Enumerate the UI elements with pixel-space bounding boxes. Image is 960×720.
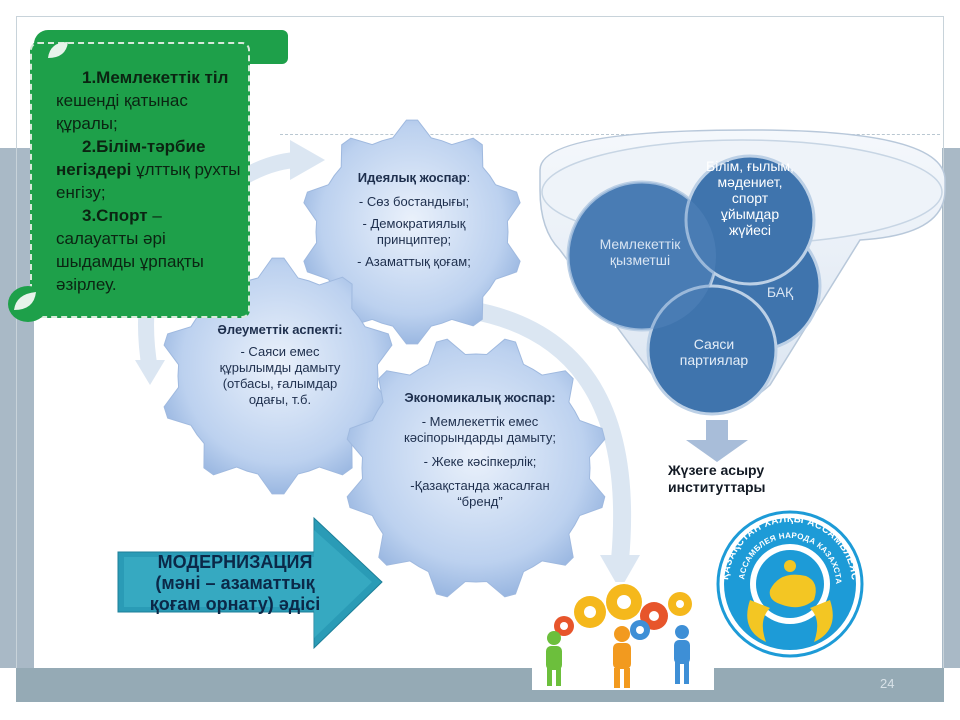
modernization-label: МОДЕРНИЗАЦИЯ (мәні – азаматтық қоғам орн… [128, 552, 342, 615]
green-line-1: 1.Мемлекеттік тіл кешенді қатынас құралы… [56, 68, 229, 133]
social-item-1: - Саяси емес құрылымды дамыту (отбасы, ғ… [219, 344, 341, 407]
venn-media-label: БАҚ [766, 284, 794, 300]
gear-social-text: Әлеуметтік аспекті: - Саяси емес құрылым… [212, 322, 348, 408]
economic-item-3: -Қазақстанда жасалған “бренд” [410, 478, 550, 509]
green-person-icon [546, 631, 562, 686]
sun-icon [784, 560, 796, 572]
assembly-emblem: ҚАЗАҚСТАН ХАЛҚЫ АССАМБЛЕЯСЫ АССАМБЛЕЯ НА… [705, 492, 870, 668]
ideology-heading: Идеялық жоспар [357, 170, 467, 185]
gear-economic-text: Экономикалық жоспар: - Мемлекеттік емес … [396, 390, 564, 510]
green-info-box [30, 42, 250, 318]
gear-economic [346, 338, 606, 598]
gear-ideology [303, 119, 521, 345]
orange-person-icon [613, 626, 631, 688]
gear-economic-shape [346, 338, 606, 598]
blue-person-icon [674, 625, 690, 684]
gear-ideology-shape [303, 119, 521, 345]
dashed-divider [280, 134, 940, 135]
venn-parties-label: Саяси партиялар [679, 336, 749, 368]
green-line-3: 3.Спорт – салауатты әрі шыдамды ұрпақты … [56, 206, 204, 294]
eagle-wing-right-icon [810, 600, 833, 642]
ideology-item-1: - Сөз бостандығы; [358, 194, 470, 209]
people-gears-illustration [532, 582, 714, 690]
page-number: 24 [880, 676, 895, 691]
eagle-wing-left-icon [747, 600, 770, 642]
leaf-icon-bottom [14, 292, 36, 310]
right-side-band [942, 148, 960, 668]
economic-item-1: - Мемлекеттік емес кәсіпорындарды дамыту… [404, 414, 556, 445]
down-arrow [686, 420, 748, 462]
ideology-item-2: - Демократиялық принциптер; [362, 216, 466, 247]
modernization-subtitle: (мәні – азаматтық қоғам орнату) әдісі [149, 573, 321, 614]
left-side-band [0, 148, 34, 668]
venn-funnel [539, 129, 946, 462]
institutes-label: Жүзеге асыру институттары [668, 462, 766, 495]
ideology-item-3: - Азаматтық қоғам; [357, 254, 471, 269]
economic-heading: Экономикалық жоспар: [404, 390, 556, 405]
map-icon [769, 574, 816, 608]
gear-cluster-icon [554, 584, 692, 640]
gear-ideology-text: Идеялық жоспар: - Сөз бостандығы; - Демо… [334, 170, 494, 270]
economic-item-2: - Жеке кәсіпкерлік; [423, 454, 537, 469]
green-box-text: 1.Мемлекеттік тіл кешенді қатынас құралы… [56, 66, 242, 296]
green-line-2: 2.Білім-тәрбие негіздері ұлттық рухты ен… [56, 137, 241, 202]
venn-civil-service-label: Мемлекеттік қызметші [599, 236, 681, 268]
footer-bar [16, 668, 944, 702]
venn-education-label: Білім, ғылым, мәдениет, спорт ұйымдар жү… [706, 158, 794, 238]
social-heading: Әлеуметтік аспекті: [217, 322, 343, 337]
modernization-title: МОДЕРНИЗАЦИЯ [157, 552, 313, 572]
leaf-icon [48, 42, 68, 58]
